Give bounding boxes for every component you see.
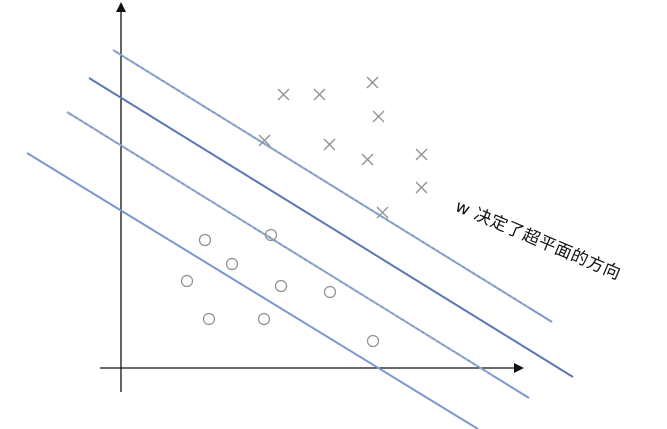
cross-marker bbox=[376, 206, 389, 219]
cross-markers bbox=[258, 76, 428, 219]
cross-marker bbox=[323, 138, 336, 151]
cross-marker bbox=[366, 76, 379, 89]
hyperplane-line-4 bbox=[26, 152, 479, 429]
cross-marker bbox=[277, 88, 290, 101]
circle-marker bbox=[274, 279, 288, 293]
circle-marker bbox=[264, 228, 278, 242]
cross-marker bbox=[372, 110, 385, 123]
hyperplane-line-2 bbox=[88, 77, 574, 378]
cross-marker bbox=[415, 148, 428, 161]
circle-marker bbox=[366, 334, 380, 348]
hyperplane-lines bbox=[26, 49, 574, 429]
cross-marker bbox=[415, 181, 428, 194]
circle-marker bbox=[180, 274, 194, 288]
hyperplane-line-1-dashed-overlay bbox=[112, 49, 531, 309]
circle-marker bbox=[198, 233, 212, 247]
circle-marker bbox=[202, 312, 216, 326]
circle-markers bbox=[180, 228, 380, 348]
cross-marker bbox=[361, 153, 374, 166]
cross-marker bbox=[313, 88, 326, 101]
circle-marker bbox=[257, 312, 271, 326]
cross-marker bbox=[258, 134, 271, 147]
circle-marker bbox=[323, 285, 337, 299]
circle-marker bbox=[225, 257, 239, 271]
